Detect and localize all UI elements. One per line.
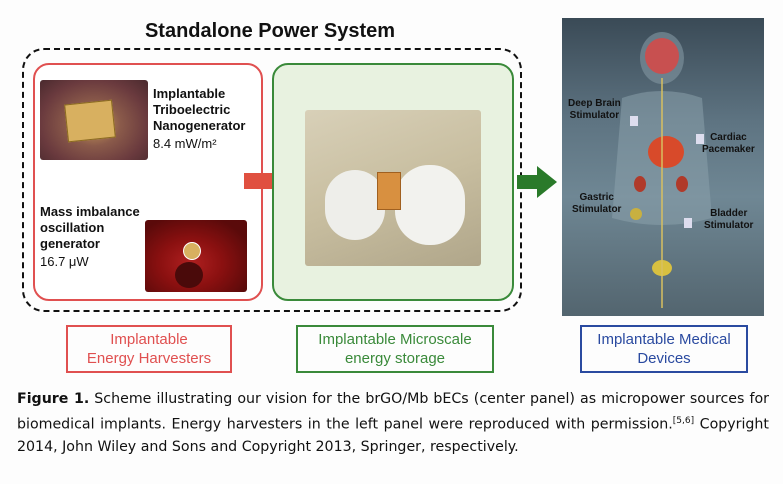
human-body-implants-illustration: Deep Brain Stimulator Cardiac Pacemaker …	[562, 18, 764, 316]
harvesters-line1: Implantable	[110, 331, 188, 348]
storage-line2: energy storage	[344, 350, 446, 367]
teng-label-line1: Implantable	[153, 86, 226, 101]
mass-label-line3: generator	[40, 236, 100, 251]
energy-storage-box: Implantable Microscale energy storage	[296, 325, 494, 373]
medical-devices-box: Implantable Medical Devices	[580, 325, 748, 373]
figure-caption: Figure 1. Scheme illustrating our vision…	[17, 388, 769, 458]
green-arrow-icon	[517, 166, 557, 198]
mass-power-value: 16.7 μW	[40, 254, 89, 269]
diagram-title: Standalone Power System	[144, 20, 396, 42]
devices-line1: Implantable Medical	[597, 331, 731, 348]
cardiac-pacemaker-label: Cardiac Pacemaker	[702, 132, 755, 155]
gastric-stimulator-label: Gastric Stimulator	[572, 192, 622, 215]
caption-refs: [5,6]	[672, 416, 695, 426]
mass-imbalance-generator-photo	[145, 220, 247, 292]
caption-label: Figure 1.	[17, 391, 90, 407]
microscale-energy-storage-photo	[305, 110, 481, 266]
mass-imbalance-label: Mass imbalance oscillation generator	[40, 204, 140, 252]
teng-label-line2: Triboelectric	[153, 102, 231, 117]
storage-line1: Implantable Microscale	[318, 331, 472, 348]
energy-harvesters-box: Implantable Energy Harvesters	[66, 325, 232, 373]
human-body-icon	[612, 32, 712, 308]
devices-line2: Devices	[637, 350, 691, 367]
harvesters-line2: Energy Harvesters	[86, 350, 212, 367]
teng-label: Implantable Triboelectric Nanogenerator	[153, 86, 245, 134]
mass-label-line1: Mass imbalance	[40, 204, 140, 219]
mass-label-line2: oscillation	[40, 220, 105, 235]
deep-brain-stimulator-label: Deep Brain Stimulator	[568, 98, 621, 121]
caption-text-1: Scheme illustrating our vision for the b…	[17, 391, 769, 433]
caption-text-2: Copyright 2014, John Wiley and Sons and …	[17, 416, 769, 455]
teng-label-line3: Nanogenerator	[153, 118, 246, 133]
bladder-stimulator-label: Bladder Stimulator	[704, 208, 754, 231]
triboelectric-nanogenerator-photo	[40, 80, 148, 160]
teng-power-value: 8.4 mW/m²	[153, 136, 217, 151]
